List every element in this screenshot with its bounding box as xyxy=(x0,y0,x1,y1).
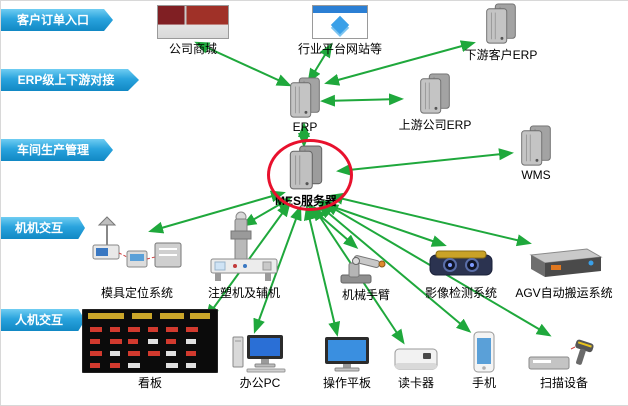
node-label: 办公PC xyxy=(239,376,281,390)
category-customer-order-entry: 客户订单入口 xyxy=(1,9,113,31)
node-agv: AGV自动搬运系统 xyxy=(507,243,621,301)
node-wms: WMS xyxy=(501,125,571,182)
industry-platform-thumbnail xyxy=(312,5,368,39)
node-label: 上游公司ERP xyxy=(398,118,472,132)
injection-machine-icon xyxy=(210,211,278,281)
card-reader-icon xyxy=(394,348,438,370)
server-icon xyxy=(289,145,323,190)
node-label: 操作平板 xyxy=(322,376,371,390)
node-operation-tablet: 操作平板 xyxy=(307,335,387,391)
node-label: 公司商城 xyxy=(168,42,217,56)
node-mobile-phone: 手机 xyxy=(459,331,509,391)
node-kanban: 看板 xyxy=(79,309,221,391)
server-icon xyxy=(486,3,516,44)
server-icon xyxy=(521,125,551,166)
node-robot-arm: 机械手臂 xyxy=(326,247,406,303)
node-mes-server: MES服务器 xyxy=(271,145,341,209)
node-label: 机械手臂 xyxy=(341,288,390,302)
node-downstream-erp: 下游客户ERP xyxy=(451,3,551,63)
node-vision-inspection: 影像检测系统 xyxy=(413,245,509,301)
vision-inspection-icon xyxy=(429,250,493,276)
node-label: 手机 xyxy=(471,376,496,390)
node-label: 读卡器 xyxy=(397,376,434,390)
node-label: 行业平台网站等 xyxy=(297,42,382,56)
node-label: AGV自动搬运系统 xyxy=(515,286,613,300)
robot-arm-icon xyxy=(340,255,386,284)
server-icon xyxy=(290,77,320,118)
category-machine-interaction: 机机交互 xyxy=(1,217,85,239)
node-injection-machine: 注塑机及辅机 xyxy=(197,209,291,301)
category-human-interaction: 人机交互 xyxy=(1,309,85,331)
node-office-pc: 办公PC xyxy=(227,331,293,391)
mobile-phone-icon xyxy=(473,331,495,373)
node-erp: ERP xyxy=(277,77,333,134)
node-card-reader: 读卡器 xyxy=(385,345,447,391)
node-label: 扫描设备 xyxy=(539,376,588,390)
operation-tablet-icon xyxy=(325,337,369,372)
agv-icon xyxy=(529,248,603,277)
category-workshop-production: 车间生产管理 xyxy=(1,139,113,161)
node-label: 注塑机及辅机 xyxy=(207,286,280,300)
node-upstream-erp: 上游公司ERP xyxy=(389,73,481,133)
mold-positioning-icon xyxy=(92,216,182,268)
node-label: WMS xyxy=(521,168,551,182)
node-company-mall: 公司商城 xyxy=(151,5,235,57)
node-label: 下游客户ERP xyxy=(464,48,538,62)
node-mold-positioning: 模具定位系统 xyxy=(85,215,189,301)
node-label: 影像检测系统 xyxy=(424,286,497,300)
node-industry-platform: 行业平台网站等 xyxy=(294,5,386,57)
office-pc-icon xyxy=(232,335,286,373)
node-label: MES服务器 xyxy=(274,194,337,208)
node-label: ERP xyxy=(292,120,318,134)
scanner-icon xyxy=(528,339,594,370)
kanban-board-icon xyxy=(82,309,218,373)
node-scanner: 扫描设备 xyxy=(517,335,611,391)
server-icon xyxy=(420,73,450,114)
company-mall-thumbnail xyxy=(157,5,229,39)
node-label: 模具定位系统 xyxy=(100,286,173,300)
node-label: 看板 xyxy=(137,376,162,390)
category-erp-updown-link: ERP级上下游对接 xyxy=(1,69,139,91)
